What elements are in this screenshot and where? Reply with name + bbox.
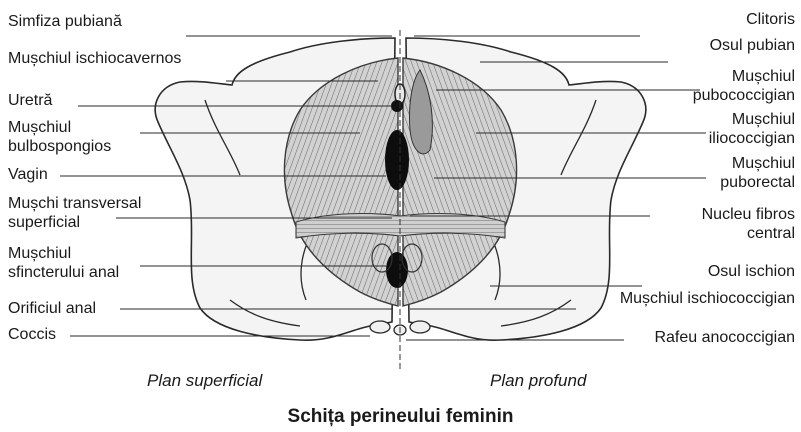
subtitle-left: Plan superficial [147, 371, 262, 391]
label-nucleu-line2: central [702, 224, 795, 243]
label-osul-ischion-line1: Osul ischion [708, 262, 795, 281]
label-rafeu-line1: Rafeu anococcigian [654, 328, 795, 347]
label-transversal-line2: superficial [8, 213, 141, 232]
label-pubococcigian-line2: pubococcigian [693, 86, 795, 105]
label-bulbospongios-line1: Mușchiul [8, 118, 111, 137]
label-iliococcigian-line2: iliococcigian [709, 129, 795, 148]
label-ischiococcigian: Mușchiul ischiococcigian [620, 289, 795, 308]
label-ischiocavernos-line1: Mușchiul ischiocavernos [8, 49, 181, 68]
label-nucleu-line1: Nucleu fibros [702, 205, 795, 224]
label-simfiza-line1: Simfiza pubiană [8, 12, 122, 31]
diagram-title: Schița perineului feminin [0, 406, 801, 428]
label-clitoris: Clitoris [746, 10, 795, 29]
label-coccis: Coccis [8, 325, 56, 344]
label-orificiu-line1: Orificiul anal [8, 299, 96, 318]
label-puborectal-line2: puborectal [720, 173, 795, 192]
label-uretra: Uretră [8, 91, 52, 110]
label-ischiocavernos: Mușchiul ischiocavernos [8, 49, 181, 68]
label-iliococcigian-line1: Mușchiul [709, 110, 795, 129]
label-osul-pubian-line1: Osul pubian [710, 36, 795, 55]
label-osul-ischion: Osul ischion [708, 262, 795, 281]
label-simfiza: Simfiza pubiană [8, 12, 122, 31]
label-orificiu: Orificiul anal [8, 299, 96, 318]
label-transversal-line1: Mușchi transversal [8, 194, 141, 213]
label-ischiococcigian-line1: Mușchiul ischiococcigian [620, 289, 795, 308]
label-vagin-line1: Vagin [8, 165, 48, 184]
label-pubococcigian-line1: Mușchiul [693, 67, 795, 86]
label-sfincter-line2: sfincterului anal [8, 263, 119, 282]
label-sfincter-line1: Mușchiul [8, 244, 119, 263]
label-vagin: Vagin [8, 165, 48, 184]
label-coccis-line1: Coccis [8, 325, 56, 344]
transversal-muscle-band [296, 214, 505, 238]
label-puborectal-line1: Mușchiul [720, 154, 795, 173]
label-uretra-line1: Uretră [8, 91, 52, 110]
label-osul-pubian: Osul pubian [710, 36, 795, 55]
label-rafeu: Rafeu anococcigian [654, 328, 795, 347]
label-bulbospongios-line2: bulbospongios [8, 137, 111, 156]
subtitle-right: Plan profund [490, 371, 586, 391]
label-clitoris-line1: Clitoris [746, 10, 795, 29]
